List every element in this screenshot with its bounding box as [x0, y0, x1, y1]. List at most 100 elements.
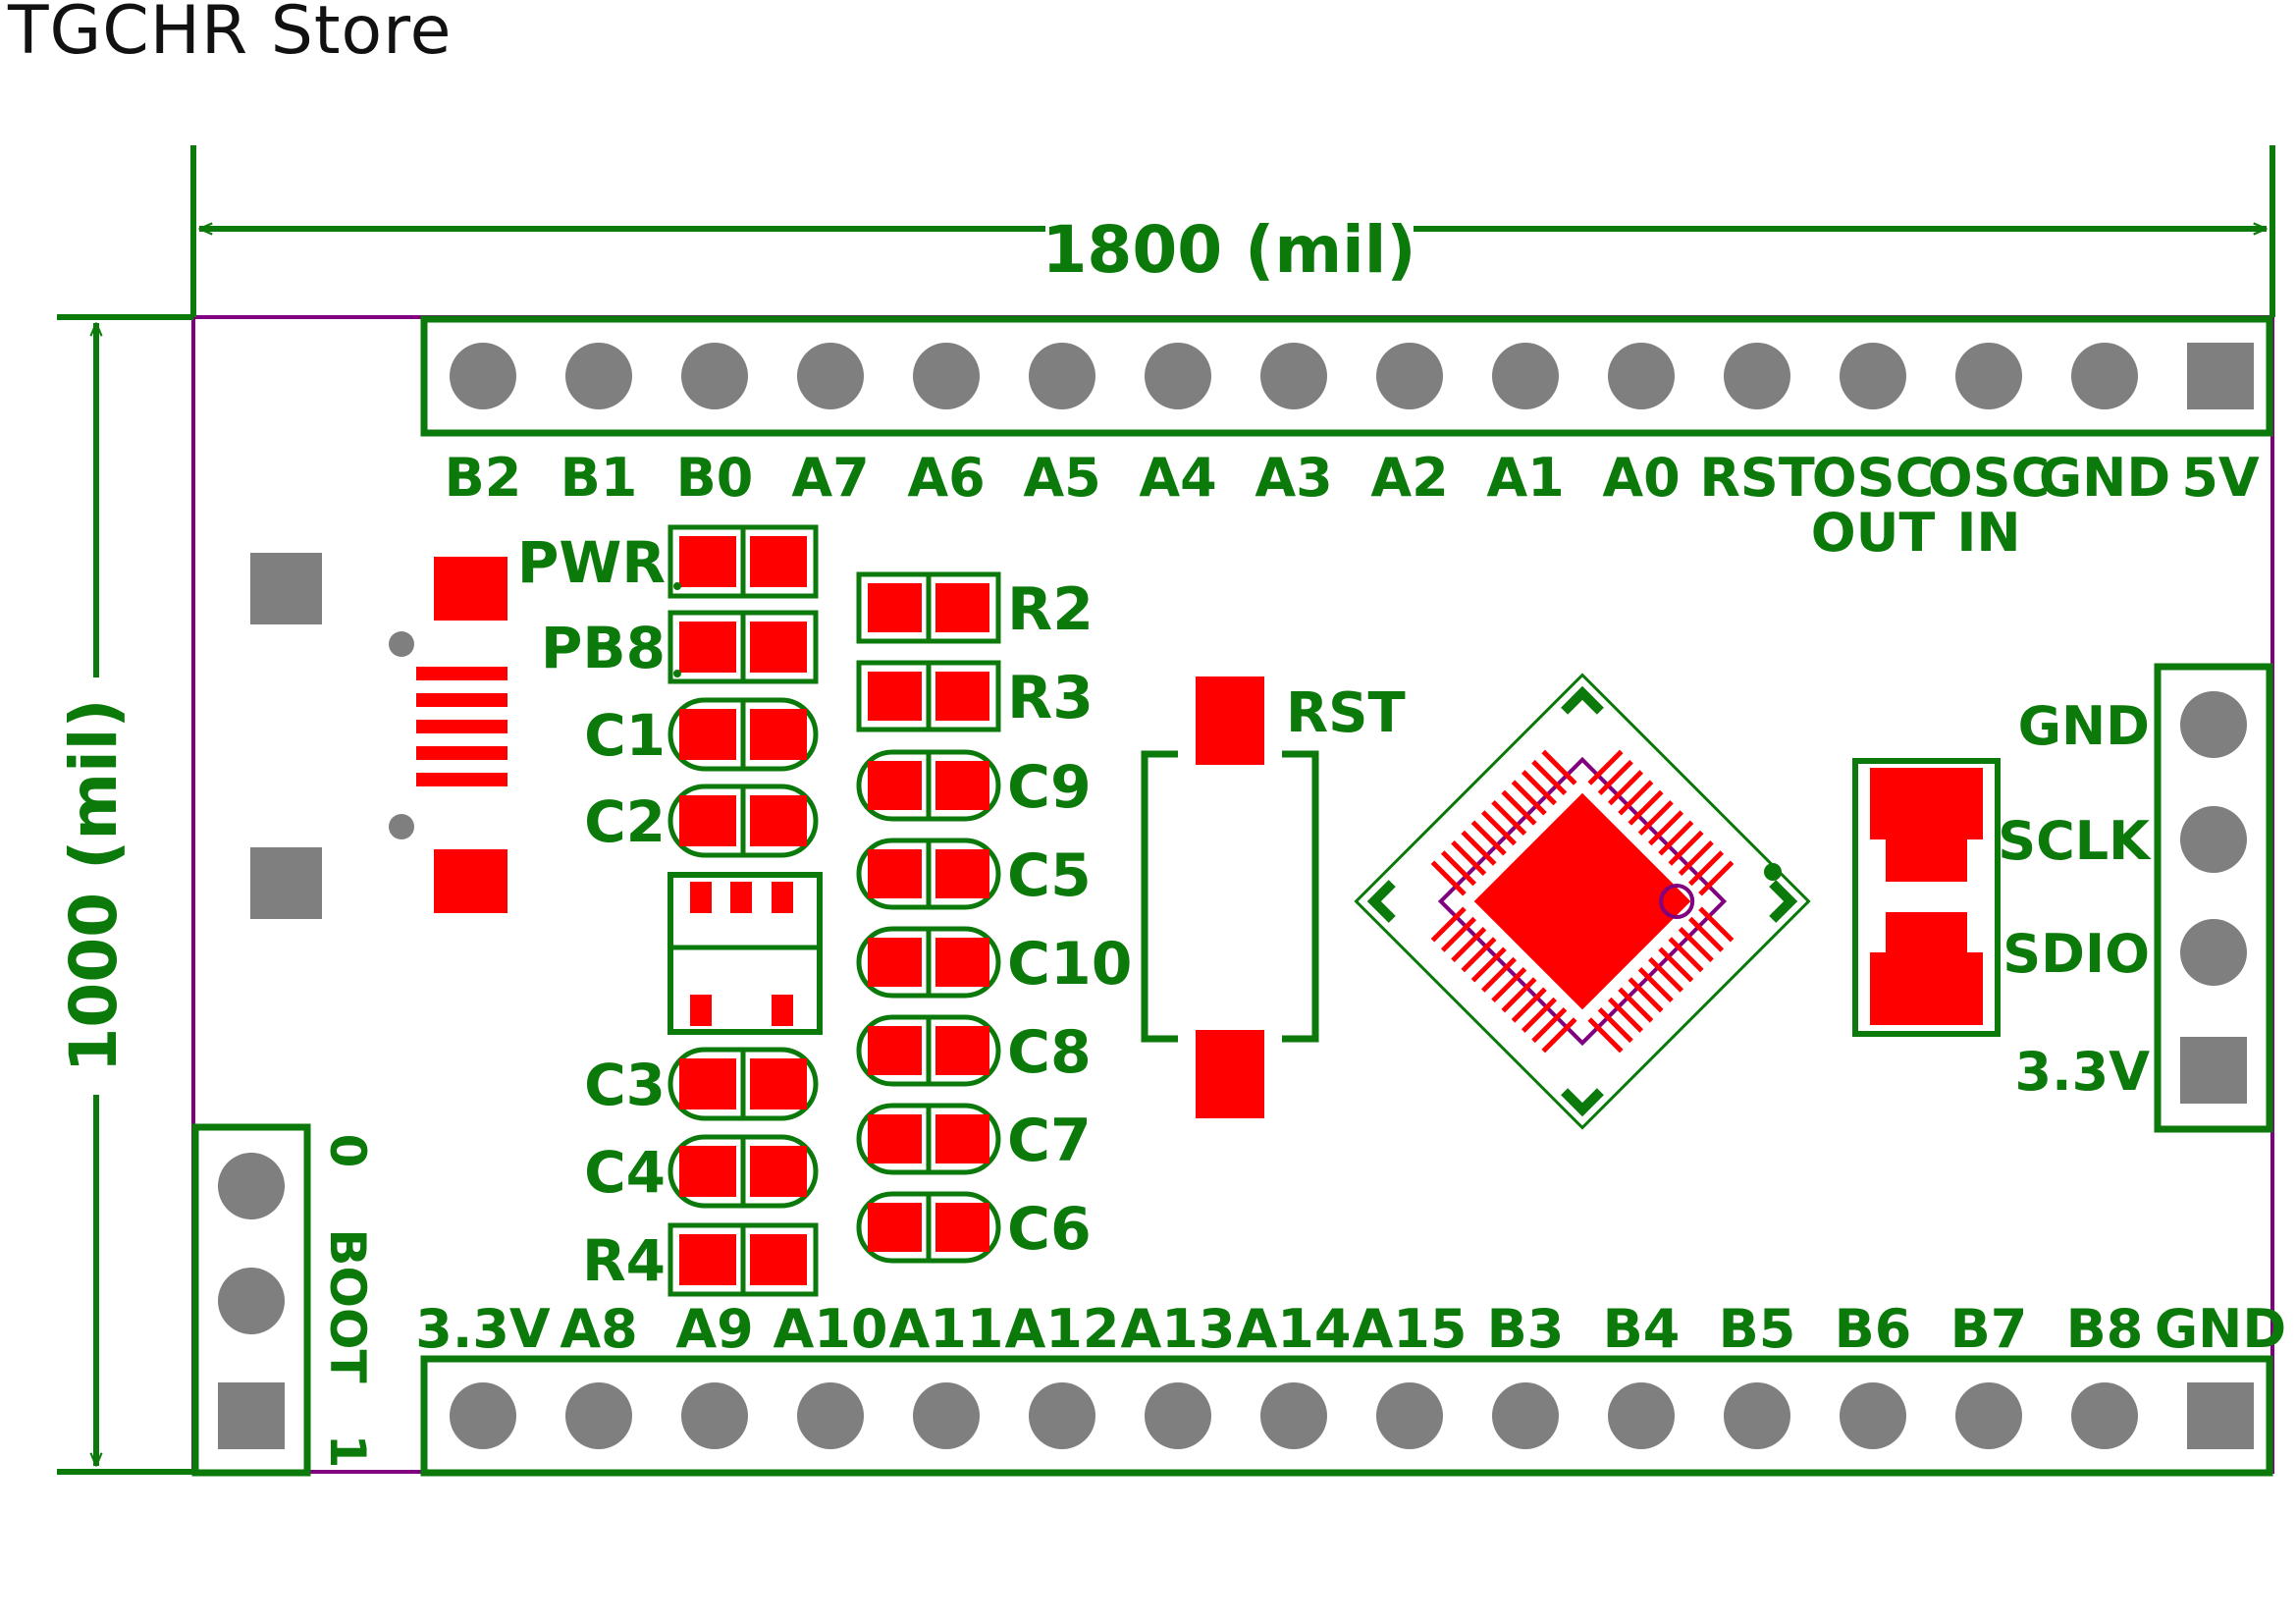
mcu-lead	[1618, 987, 1654, 1023]
swd-pin	[2180, 691, 2247, 758]
polarity-dot	[673, 582, 681, 590]
left-part-0-footprint	[667, 524, 819, 599]
bottom-header-pin-label: B3	[1487, 1298, 1565, 1360]
mcu-lead	[1491, 966, 1527, 1003]
top-header-pins	[450, 343, 2254, 409]
mcu-lead	[1451, 926, 1487, 963]
top-header-outline	[420, 315, 2273, 437]
left-part-2-pad	[750, 709, 807, 760]
right-part-0-footprint	[856, 571, 1001, 644]
mcu-lead	[1491, 799, 1527, 837]
right-part-5-pad	[868, 1026, 922, 1075]
usb-mount-pad-bottom	[434, 849, 507, 913]
right-part-2-pad	[935, 761, 989, 810]
bottom-header-pin-label: GND	[2155, 1298, 2286, 1360]
swd-pin-label: GND	[2018, 695, 2150, 757]
usb-shield-pad-bottom	[250, 847, 322, 919]
boot-label-1: 1	[319, 1434, 376, 1469]
bottom-header-pin	[913, 1382, 980, 1449]
mcu-lead	[1501, 789, 1537, 826]
regulator-pad	[730, 882, 752, 913]
left-part-label: C1	[584, 702, 666, 769]
width-dimension	[190, 145, 2275, 317]
right-part-1-pad	[868, 672, 922, 721]
bottom-header-pin-label: B7	[1950, 1298, 2028, 1360]
top-header-pin-label-line: OUT	[1811, 502, 1936, 564]
right-part-4-footprint	[856, 926, 1001, 999]
mcu-lead	[1470, 820, 1507, 856]
bottom-header-pin-label: A15	[1353, 1298, 1468, 1360]
mcu-body-outline	[1437, 756, 1728, 1047]
bottom-header-pin-label: 3.3V	[415, 1298, 551, 1360]
left-part-label: C2	[584, 788, 666, 855]
top-header-pin-label-line: OSC	[1812, 447, 1934, 509]
bottom-header-pin-label: A14	[1237, 1298, 1352, 1360]
top-header-pin-label-line: OSC	[1928, 447, 2050, 509]
polarity-dot	[673, 670, 681, 677]
left-part-label: PWR	[517, 529, 666, 596]
bottom-header-pin-label: A13	[1121, 1298, 1236, 1360]
usb-mount-pad-top	[434, 557, 507, 621]
right-part-3-pad	[935, 849, 989, 898]
bottom-header-pin-label: B5	[1719, 1298, 1796, 1360]
right-part-label: C9	[1007, 753, 1092, 822]
right-part-0-pad	[935, 583, 989, 632]
usb-shield-pad-top	[250, 553, 322, 624]
top-header-pin	[1608, 343, 1675, 409]
left-part-0-pad	[679, 536, 736, 587]
boot-pin-middle	[218, 1268, 285, 1334]
top-header-pin-label: RST	[1699, 447, 1814, 509]
swd-pin-label: SCLK	[1998, 810, 2152, 872]
top-header-pin-label: A0	[1602, 447, 1680, 509]
bottom-header-pin-label: A11	[889, 1298, 1004, 1360]
mcu-lead	[1618, 780, 1654, 816]
left-part-label: R4	[582, 1227, 666, 1294]
usb-locating-hole-top	[389, 631, 414, 657]
bottom-header-pin	[1955, 1382, 2022, 1449]
right-part-label: C6	[1007, 1195, 1092, 1264]
left-part-2-pad	[679, 709, 736, 760]
right-part-4-pad	[935, 938, 989, 987]
bottom-header-pin-label: A10	[774, 1298, 888, 1360]
usb-connector	[250, 553, 507, 919]
mcu-lead	[1501, 977, 1537, 1013]
boot-pin-0	[218, 1153, 285, 1219]
left-part-4-footprint	[667, 1047, 819, 1121]
left-part-label: C4	[584, 1139, 666, 1206]
top-header-pin-label: B2	[445, 447, 522, 509]
mcu-lead	[1597, 759, 1633, 795]
top-header-pin-label: B0	[676, 447, 754, 509]
right-part-7-pad	[868, 1203, 922, 1252]
mcu-lead	[1698, 906, 1735, 943]
left-part-6-pad	[679, 1234, 736, 1285]
right-part-6-footprint	[856, 1103, 1001, 1175]
boot-header-pins	[218, 1153, 285, 1449]
crystal-pad-bottom	[1870, 912, 1983, 1025]
regulator-pad	[690, 995, 712, 1026]
mcu-lead	[1637, 966, 1674, 1003]
top-header-pin	[681, 343, 748, 409]
bottom-header-pin-label: B4	[1603, 1298, 1681, 1360]
top-header-pin-label: A4	[1139, 447, 1216, 509]
crystal-pad-top	[1870, 768, 1983, 882]
top-header-pin-label: 5V	[2181, 447, 2260, 509]
top-header-pin-label-line: IN	[1956, 502, 2020, 564]
bottom-header-pin-label: B6	[1835, 1298, 1912, 1360]
bottom-header-pin-label: A12	[1005, 1298, 1120, 1360]
mcu-pin1-mark	[1659, 884, 1695, 919]
left-part-2-footprint	[667, 697, 819, 772]
bottom-header-pin-label: A8	[560, 1298, 637, 1360]
height-dimension-label: 1000 (mil)	[56, 698, 132, 1072]
top-header-pin-label: GND	[2039, 447, 2170, 509]
mcu-lead	[1430, 860, 1467, 896]
usb-signal-pad	[416, 693, 507, 707]
watermark-title: TGCHR Store	[8, 0, 453, 70]
bottom-header-pin	[1840, 1382, 1906, 1449]
mcu-lead	[1678, 926, 1714, 963]
boot-label-0: 0	[319, 1134, 376, 1168]
right-part-6-pad	[868, 1114, 922, 1163]
mcu-lead	[1541, 749, 1577, 785]
